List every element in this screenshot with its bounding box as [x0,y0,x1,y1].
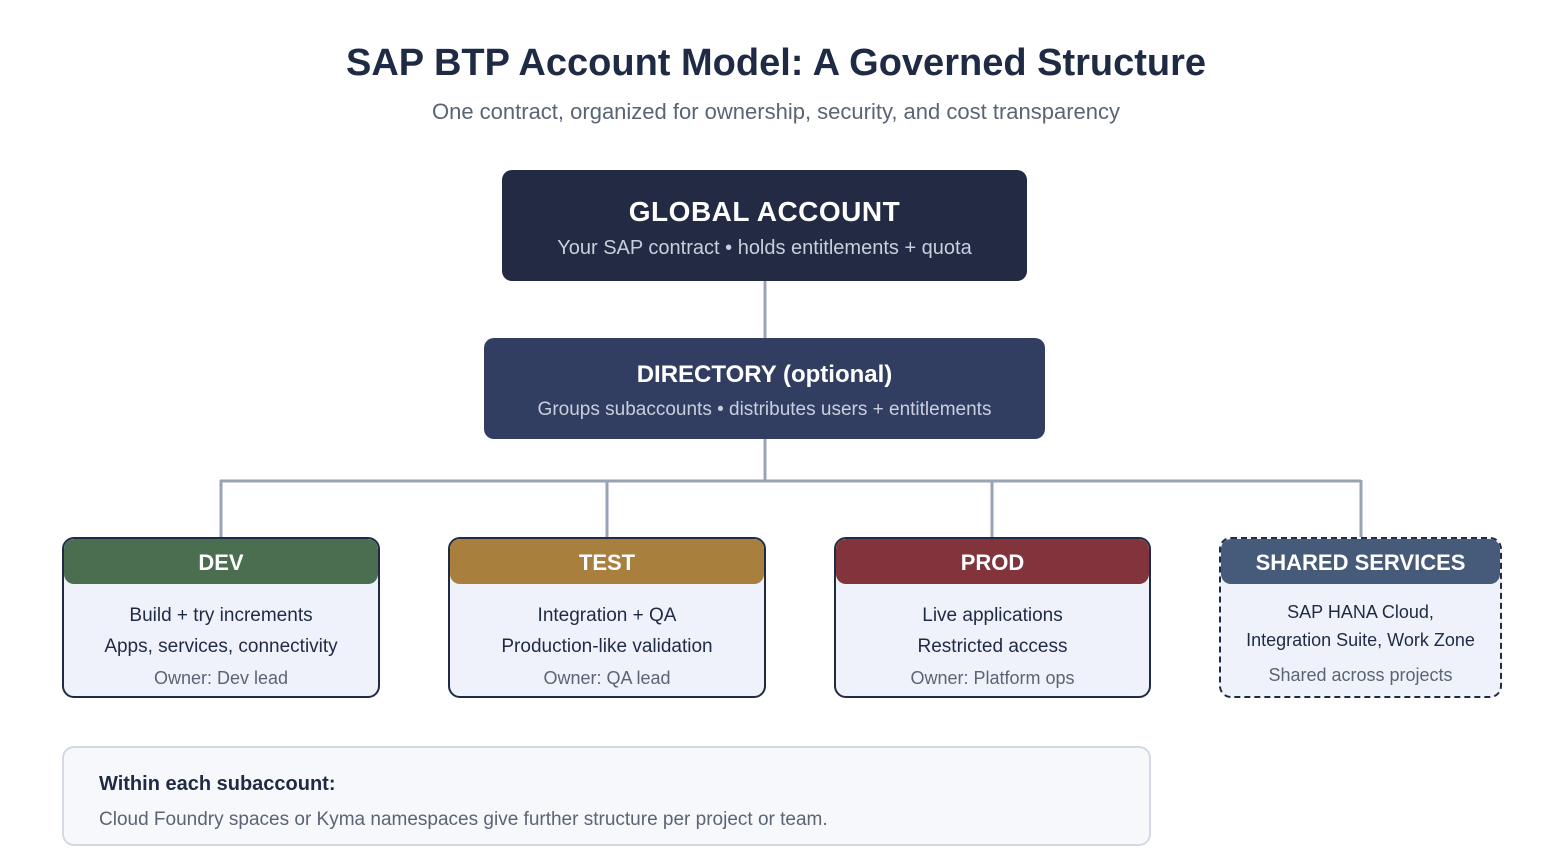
global-account-box: GLOBAL ACCOUNT Your SAP contract • holds… [502,170,1027,281]
subaccount-header-test: TEST [450,539,764,584]
global-account-heading: GLOBAL ACCOUNT [628,196,901,227]
subaccount-line2: Apps, services, connectivity [104,636,338,657]
subaccount-header-prod: PROD [836,539,1149,584]
global-account-description: Your SAP contract • holds entitlements +… [557,237,972,259]
directory-heading: DIRECTORY (optional) [636,361,893,388]
directory-box: DIRECTORY (optional) Groups subaccounts … [484,338,1045,439]
subaccount-line2: Integration Suite, Work Zone [1246,630,1475,650]
diagram-subtitle: One contract, organized for ownership, s… [431,99,1121,124]
subaccount-line2: Restricted access [917,636,1068,657]
subaccount-owner: Owner: Platform ops [910,668,1075,688]
subaccount-card-prod: PROD Live applications Restricted access… [834,537,1151,698]
subaccount-card-test: TEST Integration + QA Production-like va… [448,537,766,698]
subaccount-card-shared-services: SHARED SERVICES SAP HANA Cloud, Integrat… [1219,537,1502,698]
note-text: Cloud Foundry spaces or Kyma namespaces … [99,809,828,830]
subaccount-line2: Production-like validation [501,636,713,657]
diagram-title: SAP BTP Account Model: A Governed Struct… [345,42,1207,84]
note-heading: Within each subaccount: [99,773,336,795]
subaccount-header-shared-services: SHARED SERVICES [1221,539,1500,584]
subaccount-line1: Integration + QA [537,605,677,626]
subaccount-header-dev: DEV [64,539,378,584]
subaccount-line1: SAP HANA Cloud, [1287,602,1434,622]
directory-description: Groups subaccounts • distributes users +… [537,399,992,420]
subaccount-note: Shared across projects [1268,665,1453,685]
subaccount-card-dev: DEV Build + try increments Apps, service… [62,537,380,698]
subaccount-line1: Build + try increments [129,605,313,626]
subaccount-owner: Owner: Dev lead [153,668,289,688]
subaccount-owner: Owner: QA lead [543,668,671,688]
subaccount-structure-note: Within each subaccount: Cloud Foundry sp… [62,746,1151,846]
subaccount-line1: Live applications [922,605,1063,626]
